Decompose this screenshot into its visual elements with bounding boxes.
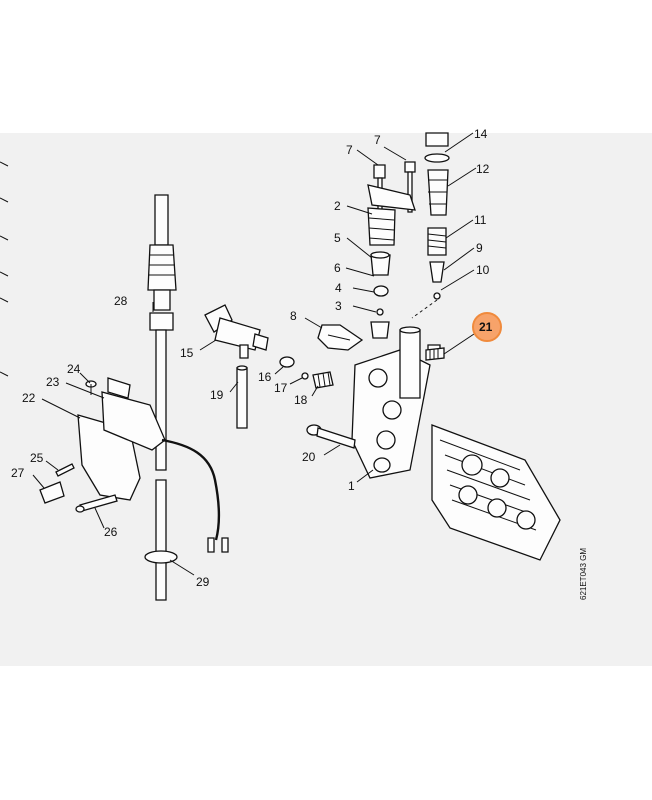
label-18: 18 xyxy=(294,393,308,407)
label-3: 3 xyxy=(335,299,342,313)
part-20-bolt xyxy=(306,424,356,449)
parts-16-17-18 xyxy=(279,356,334,389)
label-11: 11 xyxy=(474,213,487,227)
label-15: 15 xyxy=(180,346,194,360)
label-23: 23 xyxy=(46,375,60,389)
label-27: 27 xyxy=(11,466,25,480)
part-1-manifold-block xyxy=(351,326,441,479)
drawing-code: 621ET043 GM xyxy=(579,548,588,600)
label-16: 16 xyxy=(258,370,272,384)
right-valve-stack xyxy=(411,132,450,319)
label-4: 4 xyxy=(335,281,342,295)
part-labels: 7 14 7 12 2 11 5 9 6 10 4 3 8 28 15 16 1… xyxy=(11,127,493,589)
label-26: 26 xyxy=(104,525,118,539)
label-19: 19 xyxy=(210,388,224,402)
label-7-top: 7 xyxy=(374,133,381,147)
part-8-bracket xyxy=(317,324,364,351)
part-29-clamp xyxy=(144,550,178,564)
label-8: 8 xyxy=(290,309,297,323)
label-28: 28 xyxy=(114,294,128,308)
part-19-rod xyxy=(236,365,248,429)
label-25: 25 xyxy=(30,451,44,465)
left-edge-fragments xyxy=(0,161,9,377)
label-9: 9 xyxy=(476,241,483,255)
leader-lines xyxy=(32,132,477,576)
label-1: 1 xyxy=(348,479,355,493)
part-15-valve xyxy=(204,304,269,359)
label-5: 5 xyxy=(334,231,341,245)
label-2: 2 xyxy=(334,199,341,213)
parts-25-26-27 xyxy=(39,463,118,513)
upper-valve-stack xyxy=(367,161,416,339)
label-7-left: 7 xyxy=(346,143,353,157)
pump-head xyxy=(431,424,561,561)
label-24: 24 xyxy=(67,362,81,376)
label-12: 12 xyxy=(476,162,490,176)
label-17: 17 xyxy=(274,381,288,395)
label-21-highlighted: 21 xyxy=(479,320,493,334)
parts-22-23-24-switch xyxy=(77,377,166,501)
part-21-screw xyxy=(425,347,445,361)
wire-harness xyxy=(161,438,229,553)
highlight-badge xyxy=(472,312,502,342)
label-29: 29 xyxy=(196,575,210,589)
label-20: 20 xyxy=(302,450,316,464)
pipe-assembly xyxy=(147,194,177,601)
label-6: 6 xyxy=(334,261,341,275)
label-10: 10 xyxy=(476,263,490,277)
label-22: 22 xyxy=(22,391,36,405)
label-14: 14 xyxy=(474,127,488,141)
